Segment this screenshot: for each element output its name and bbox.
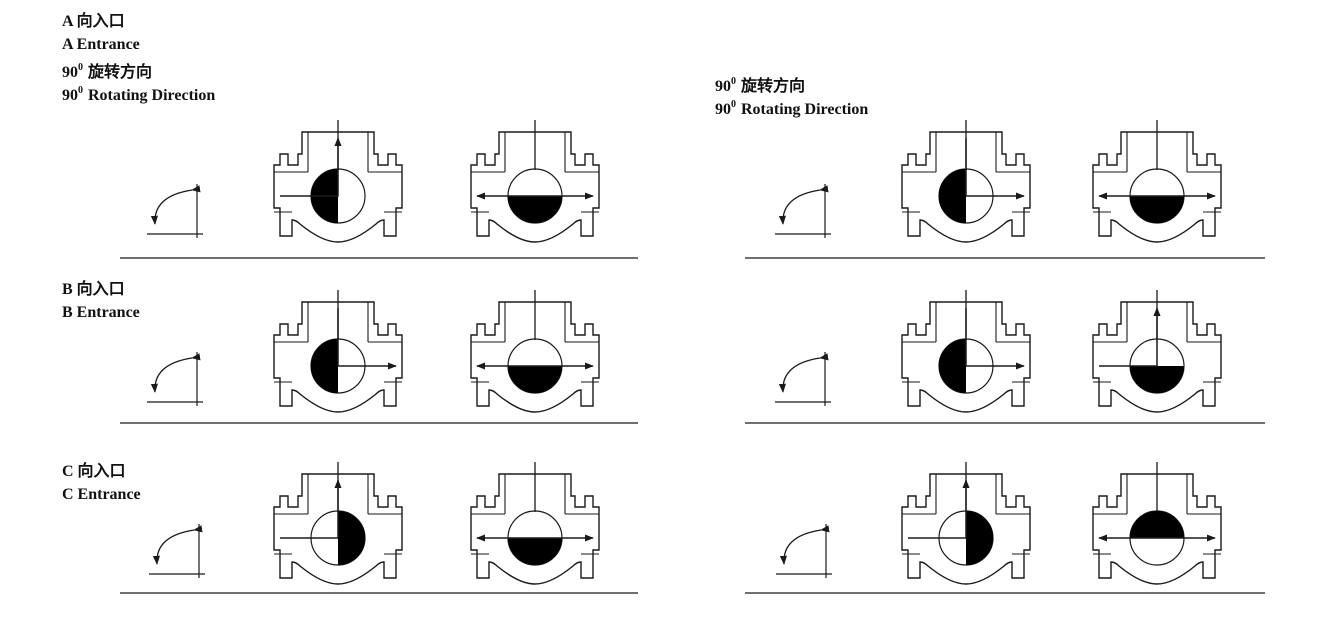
right-panel-heading: 900 旋转方向 900 Rotating Direction — [715, 70, 869, 118]
entrance-a-label-cn: A 向入口 — [62, 13, 125, 30]
valve-body — [470, 301, 600, 413]
rotation-symbol — [775, 184, 831, 238]
entrance-a-label-en: A Entrance — [62, 36, 140, 53]
flow-arrow — [965, 308, 1025, 370]
valve-port-lines — [471, 513, 599, 555]
valve-ball — [338, 511, 365, 565]
rotation-arrow — [150, 353, 201, 393]
valve-ball — [1130, 196, 1184, 223]
rotation-symbol — [775, 352, 831, 406]
valve-port-lines — [902, 513, 1030, 555]
valve-body — [273, 473, 403, 585]
valve-ball — [966, 511, 993, 565]
valve-right-b-1 — [901, 290, 1031, 413]
valve-bore-lines — [504, 302, 566, 342]
rotation-symbols — [147, 184, 832, 578]
valve-right-c-1 — [901, 462, 1031, 585]
valve-body — [470, 131, 600, 243]
flow-arrow — [337, 308, 397, 370]
valve-port-lines — [471, 171, 599, 213]
entrance-b-label-cn: B 向入口 — [62, 281, 125, 298]
valve-bore-lines — [504, 474, 566, 514]
valve-ball — [508, 366, 562, 393]
rotation-arrow — [150, 185, 201, 225]
valve-body — [273, 301, 403, 413]
rotation-arrow — [778, 353, 829, 393]
rotation-symbol — [147, 352, 203, 406]
valve-port-lines — [471, 341, 599, 383]
valve-ball — [1130, 366, 1184, 393]
valve-body — [901, 131, 1031, 243]
entrance-c-label-cn: C 向入口 — [62, 463, 126, 480]
valve-ball — [939, 339, 966, 393]
valve-right-b-2 — [1092, 290, 1222, 413]
flow-arrow — [908, 479, 970, 539]
valve-bore-lines — [307, 132, 369, 172]
valve-body — [1092, 301, 1222, 413]
valve-left-b-1 — [273, 290, 403, 413]
valve-body — [470, 473, 600, 585]
valve-port-lines — [902, 171, 1030, 213]
entrance-b-label-en: B Entrance — [62, 304, 140, 321]
valve-bore-lines — [1126, 474, 1188, 514]
valve-bore-lines — [1126, 302, 1188, 342]
valve-right-a-2 — [1092, 120, 1222, 243]
valve-ball — [1130, 511, 1184, 538]
valve-port-lines — [1093, 171, 1221, 213]
valve-body — [1092, 473, 1222, 585]
valve-left-a-2 — [470, 120, 600, 243]
rotating-direction-label-en: 900 Rotating Direction — [62, 85, 216, 104]
valve-right-c-2 — [1092, 462, 1222, 585]
valve-port-lines — [1093, 341, 1221, 383]
valve-bore-lines — [307, 474, 369, 514]
flow-arrow — [280, 479, 342, 539]
entrance-b-heading: B 向入口 B Entrance — [62, 278, 140, 324]
valve-body — [273, 131, 403, 243]
valve-body — [1092, 131, 1222, 243]
right-rotating-direction-label-cn: 900 旋转方向 — [715, 76, 806, 95]
valve-port-lines — [274, 513, 402, 555]
entrance-c-heading: C 向入口 C Entrance — [62, 460, 141, 506]
rotation-symbol — [149, 524, 205, 578]
rotation-symbol — [147, 184, 203, 238]
rotation-arrow — [152, 525, 203, 565]
rotating-direction-label-cn: 900 旋转方向 — [62, 62, 153, 81]
rotation-arrow — [779, 525, 830, 565]
valve-ball — [939, 169, 966, 223]
valve-left-a-1 — [273, 120, 403, 243]
valve-bore-lines — [935, 474, 997, 514]
left-panel-heading: A 向入口 A Entrance 900 旋转方向 900 Rotating D… — [62, 10, 216, 104]
rotation-arrow — [778, 185, 829, 225]
valve-left-c-2 — [470, 462, 600, 585]
valve-bore-lines — [307, 302, 369, 342]
valve-ball — [508, 538, 562, 565]
valve-right-a-1 — [901, 120, 1031, 243]
valve-bore-lines — [935, 302, 997, 342]
valve-bore-lines — [935, 132, 997, 172]
valve-ball — [508, 196, 562, 223]
valves-group — [273, 120, 1222, 585]
valve-port-lines — [902, 341, 1030, 383]
valve-port-lines — [274, 171, 402, 213]
valve-body — [901, 473, 1031, 585]
right-rotating-direction-label-en: 900 Rotating Direction — [715, 99, 869, 118]
flow-arrow — [280, 137, 342, 197]
rotation-symbol — [776, 524, 832, 578]
valve-bore-lines — [1126, 132, 1188, 172]
valve-port-lines — [274, 341, 402, 383]
valve-ball — [311, 339, 338, 393]
valve-bore-lines — [504, 132, 566, 172]
valve-port-lines — [1093, 513, 1221, 555]
valve-left-b-2 — [470, 290, 600, 413]
flow-arrow — [965, 138, 1025, 200]
entrance-c-label-en: C Entrance — [62, 486, 141, 503]
flow-arrow — [1099, 307, 1161, 367]
valve-left-c-1 — [273, 462, 403, 585]
valve-body — [901, 301, 1031, 413]
